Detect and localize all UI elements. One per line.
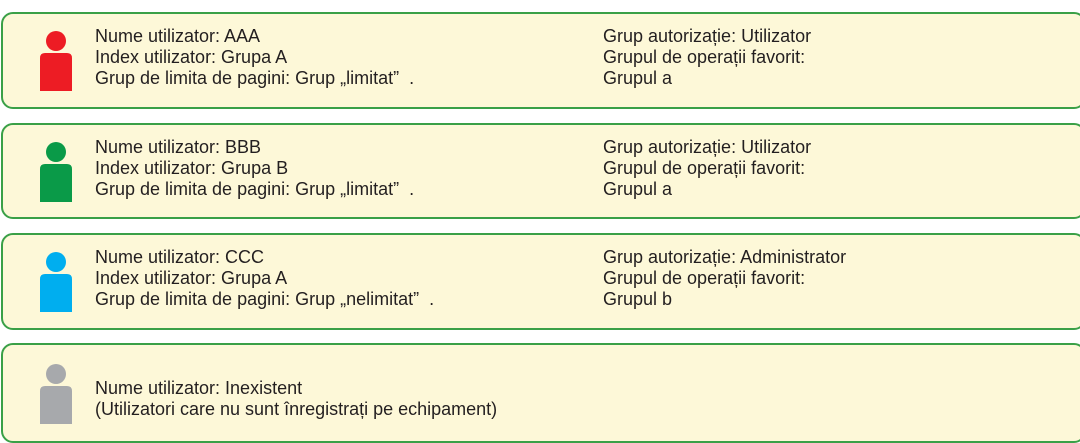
user-index: Index utilizator: Grupa A bbox=[95, 47, 288, 67]
authorization-group: Grup autorizație: Utilizator bbox=[603, 26, 812, 46]
page-limit-group: Grup de limita de pagini: Grup „limitat”… bbox=[95, 179, 415, 199]
user-avatar-icon bbox=[40, 142, 72, 202]
favorite-operations-group: Grupul a bbox=[603, 68, 673, 88]
favorite-operations-label: Grupul de operații favorit: bbox=[603, 47, 806, 67]
user-name: Nume utilizator: BBB bbox=[95, 137, 262, 157]
favorite-operations-label: Grupul de operații favorit: bbox=[603, 158, 806, 178]
user-name: Nume utilizator: CCC bbox=[95, 247, 265, 267]
authorization-group: Grup autorizație: Utilizator bbox=[603, 137, 812, 157]
user-authorization: Grup autorizație: Administrator Grupul d… bbox=[603, 247, 846, 310]
user-index: Index utilizator: Grupa A bbox=[95, 268, 288, 288]
favorite-operations-group: Grupul b bbox=[603, 289, 673, 309]
page-limit-group: Grup de limita de pagini: Grup „nelimita… bbox=[95, 289, 435, 309]
user-avatar-icon bbox=[40, 31, 72, 91]
user-details: Nume utilizator: BBB Index utilizator: G… bbox=[95, 137, 414, 200]
user-avatar-icon bbox=[40, 364, 72, 424]
user-authorization: Grup autorizație: Utilizator Grupul de o… bbox=[603, 26, 811, 89]
page-limit-group: Grup de limita de pagini: Grup „limitat”… bbox=[95, 68, 415, 88]
user-details: Nume utilizator: AAA Index utilizator: G… bbox=[95, 26, 414, 89]
user-name: Nume utilizator: AAA bbox=[95, 26, 261, 46]
user-card-aaa: Nume utilizator: AAA Index utilizator: G… bbox=[1, 12, 1080, 109]
user-card-ccc: Nume utilizator: CCC Index utilizator: G… bbox=[1, 233, 1080, 330]
user-avatar-icon bbox=[40, 252, 72, 312]
user-card-bbb: Nume utilizator: BBB Index utilizator: G… bbox=[1, 123, 1080, 219]
favorite-operations-label: Grupul de operații favorit: bbox=[603, 268, 806, 288]
authorization-group: Grup autorizație: Administrator bbox=[603, 247, 847, 267]
user-details: Nume utilizator: CCC Index utilizator: G… bbox=[95, 247, 434, 310]
user-index: Index utilizator: Grupa B bbox=[95, 158, 289, 178]
user-note: (Utilizatori care nu sunt înregistrați p… bbox=[95, 399, 498, 419]
favorite-operations-group: Grupul a bbox=[603, 179, 673, 199]
user-cards: Nume utilizator: AAA Index utilizator: G… bbox=[1, 12, 1080, 443]
user-card-nonexistent: Nume utilizator: Inexistent (Utilizatori… bbox=[1, 343, 1080, 443]
user-authorization: Grup autorizație: Utilizator Grupul de o… bbox=[603, 137, 811, 200]
user-name: Nume utilizator: Inexistent bbox=[95, 378, 303, 398]
user-details: Nume utilizator: Inexistent (Utilizatori… bbox=[95, 378, 497, 420]
